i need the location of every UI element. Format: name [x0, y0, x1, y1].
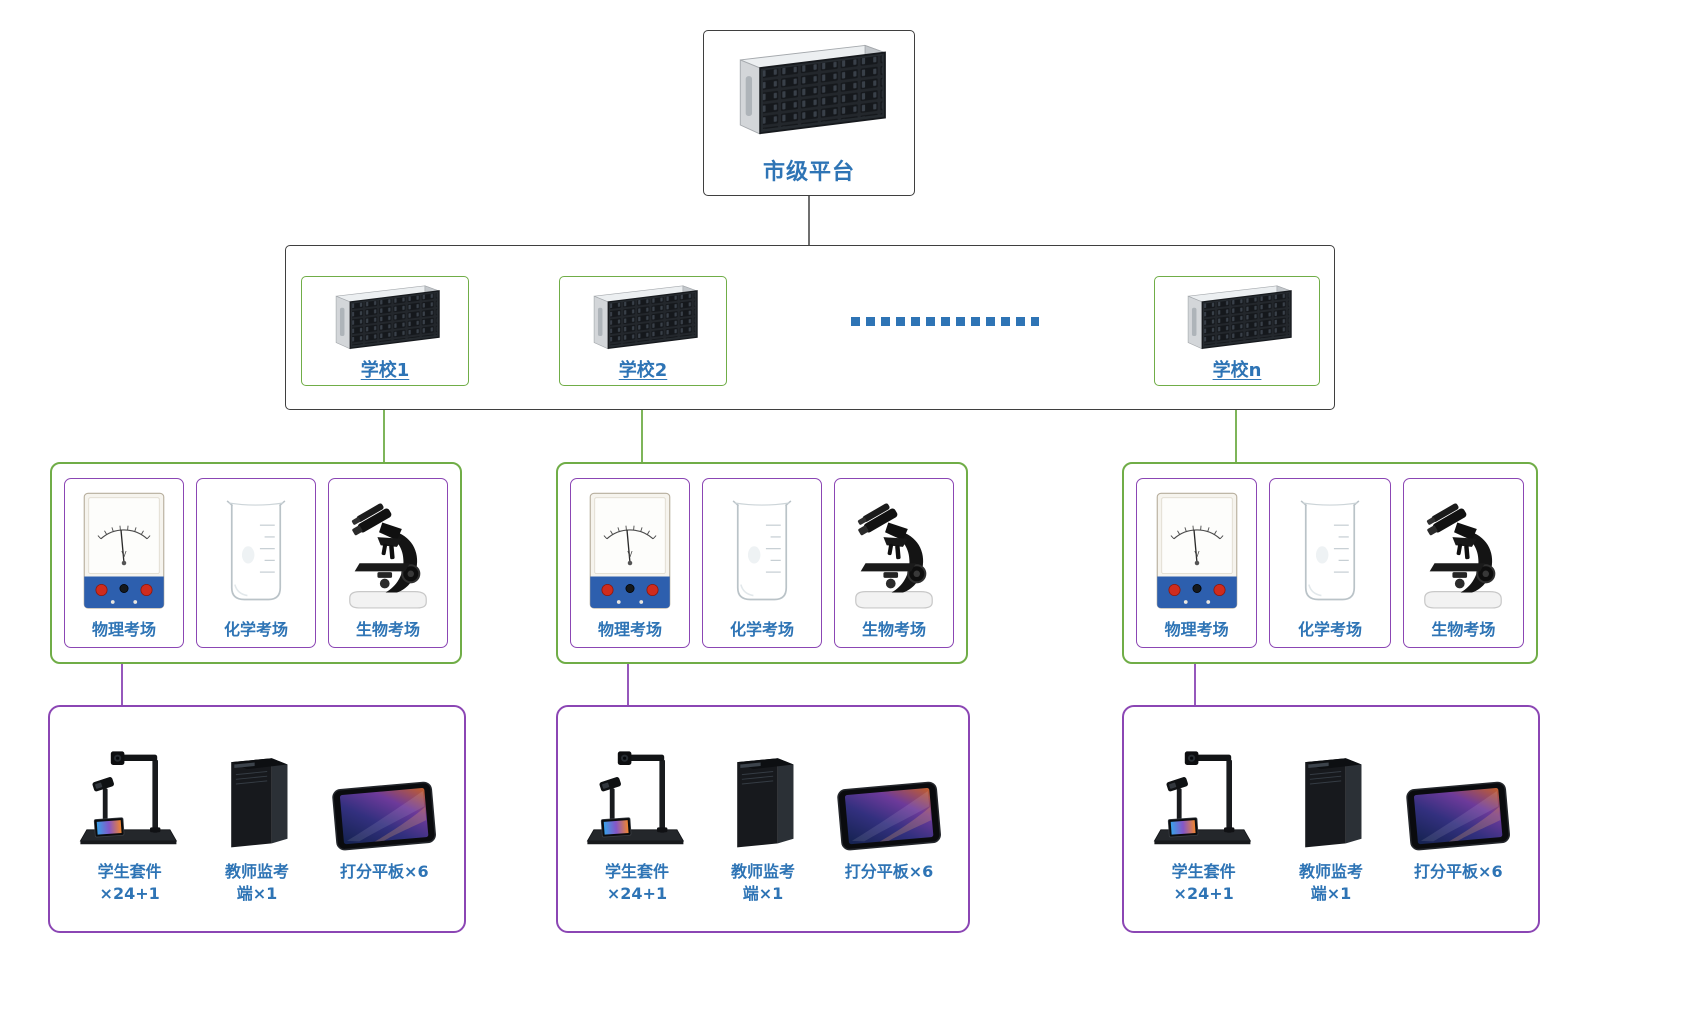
- exam-group-2: 物理考场 化学考场 生物考场: [556, 462, 968, 664]
- school-node-1: 学校1: [301, 276, 469, 386]
- document-camera-icon: [581, 727, 693, 853]
- device-scoring-tablet: 打分平板×6: [826, 727, 952, 923]
- exam-room-chemistry: 化学考场: [702, 478, 822, 648]
- schools-container: 学校1 学校2 学校n: [285, 245, 1335, 410]
- exam-room-biology: 生物考场: [834, 478, 954, 648]
- server-icon: [310, 282, 460, 356]
- exam-group-1: 物理考场 化学考场 生物考场: [50, 462, 462, 664]
- voltmeter-icon: [1152, 485, 1242, 616]
- device-teacher-station: 教师监考 端×1: [1267, 727, 1394, 923]
- device-teacher-station: 教师监考 端×1: [193, 727, 320, 923]
- device-scoring-tablet: 打分平板×6: [321, 727, 448, 923]
- school-label: 学校1: [360, 360, 410, 381]
- device-label: 打分平板×6: [1414, 862, 1503, 881]
- device-group-3: 学生套件 ×24+1 教师监考 端×1 打分平板×6: [1122, 705, 1540, 933]
- microscope-icon: [335, 485, 441, 616]
- exam-room-biology: 生物考场: [328, 478, 448, 648]
- device-student-kit: 学生套件 ×24+1: [1140, 727, 1267, 923]
- school-label: 学校n: [1212, 360, 1262, 381]
- exam-room-label: 生物考场: [861, 620, 926, 639]
- exam-room-label: 物理考场: [91, 620, 156, 639]
- tablet-icon: [1400, 727, 1516, 853]
- school-node-n: 学校n: [1154, 276, 1320, 386]
- school-label: 学校2: [618, 360, 668, 381]
- exam-room-label: 化学考场: [223, 620, 288, 639]
- tower-pc-icon: [214, 727, 300, 853]
- device-label: 学生套件 ×24+1: [604, 862, 669, 904]
- beaker-icon: [719, 485, 805, 616]
- exam-group-3: 物理考场 化学考场 生物考场: [1122, 462, 1538, 664]
- server-icon: [1162, 282, 1312, 356]
- tablet-icon: [326, 727, 442, 853]
- device-label: 教师监考 端×1: [224, 862, 289, 904]
- tablet-icon: [831, 727, 947, 853]
- exam-room-label: 化学考场: [1297, 620, 1362, 639]
- device-student-kit: 学生套件 ×24+1: [574, 727, 700, 923]
- exam-room-biology: 生物考场: [1402, 478, 1524, 648]
- microscope-icon: [841, 485, 947, 616]
- exam-room-label: 物理考场: [597, 620, 662, 639]
- device-label: 打分平板×6: [844, 862, 934, 881]
- device-student-kit: 学生套件 ×24+1: [66, 727, 193, 923]
- server-icon: [568, 282, 718, 356]
- exam-room-physics: 物理考场: [64, 478, 184, 648]
- exam-room-physics: 物理考场: [1136, 478, 1258, 648]
- document-camera-icon: [74, 727, 186, 853]
- device-label: 教师监考 端×1: [1298, 862, 1363, 904]
- voltmeter-icon: [585, 485, 675, 616]
- beaker-icon: [1287, 485, 1373, 616]
- server-icon: [717, 40, 901, 144]
- document-camera-icon: [1148, 727, 1260, 853]
- device-scoring-tablet: 打分平板×6: [1395, 727, 1522, 923]
- device-label: 教师监考 端×1: [730, 862, 795, 904]
- ellipsis-dots: [851, 317, 1039, 326]
- tower-pc-icon: [720, 727, 806, 853]
- exam-room-chemistry: 化学考场: [196, 478, 316, 648]
- beaker-icon: [213, 485, 299, 616]
- exam-room-label: 化学考场: [729, 620, 794, 639]
- school-node-2: 学校2: [559, 276, 727, 386]
- device-label: 学生套件 ×24+1: [1171, 862, 1236, 904]
- tower-pc-icon: [1288, 727, 1374, 853]
- device-label: 学生套件 ×24+1: [97, 862, 162, 904]
- voltmeter-icon: [79, 485, 169, 616]
- device-group-2: 学生套件 ×24+1 教师监考 端×1 打分平板×6: [556, 705, 970, 933]
- exam-room-label: 生物考场: [355, 620, 420, 639]
- microscope-icon: [1410, 485, 1516, 616]
- platform-label: 市级平台: [762, 160, 855, 185]
- device-label: 打分平板×6: [340, 862, 429, 881]
- platform-node: 市级平台: [703, 30, 915, 196]
- device-group-1: 学生套件 ×24+1 教师监考 端×1 打分平板×6: [48, 705, 466, 933]
- exam-room-label: 生物考场: [1431, 620, 1496, 639]
- exam-room-chemistry: 化学考场: [1269, 478, 1391, 648]
- device-teacher-station: 教师监考 端×1: [700, 727, 826, 923]
- exam-room-label: 物理考场: [1164, 620, 1229, 639]
- exam-room-physics: 物理考场: [570, 478, 690, 648]
